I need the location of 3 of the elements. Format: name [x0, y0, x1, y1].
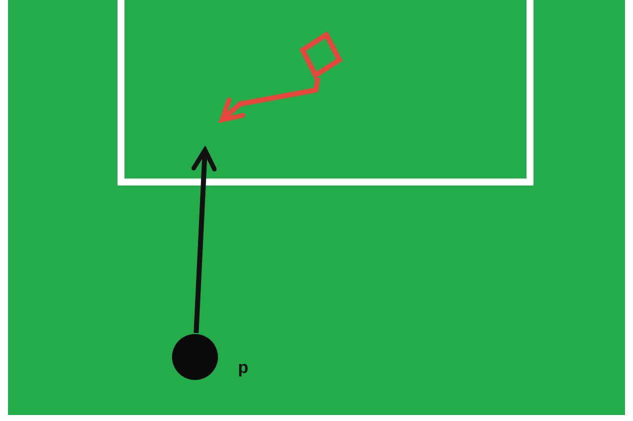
arrow	[220, 77, 320, 122]
arrow	[191, 148, 217, 334]
player-label: p	[238, 358, 248, 378]
